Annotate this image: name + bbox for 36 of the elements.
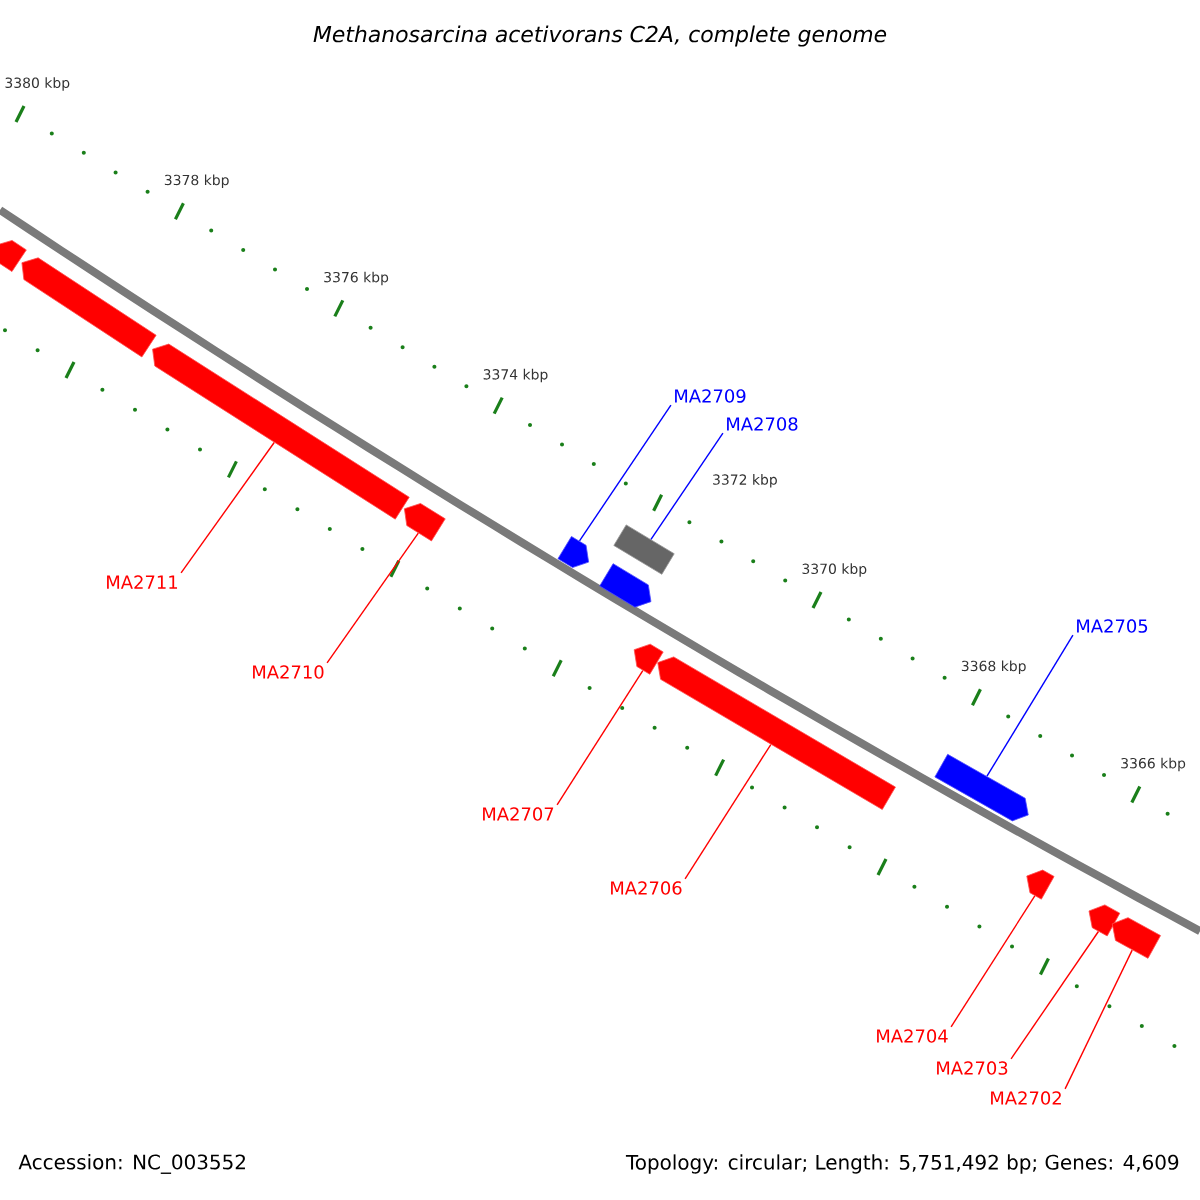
leader-line (986, 634, 1074, 777)
gene-feature (613, 524, 675, 575)
gene-label: MA2711 (107, 575, 177, 589)
leader-line (326, 532, 419, 664)
gene-feature (21, 257, 157, 358)
leader-line (684, 743, 772, 880)
accession-label: Accession: NC_003552 (18, 1154, 245, 1174)
gene-label: MA2702 (991, 1091, 1061, 1105)
gene-label: MA2708 (727, 417, 798, 431)
gene-label: MA2710 (253, 665, 324, 679)
gene-feature (1026, 869, 1055, 900)
gene-feature (599, 563, 652, 608)
leader-line (578, 404, 672, 542)
leader-line (180, 441, 275, 574)
gene-label: MA2707 (483, 807, 554, 821)
gene-feature (633, 643, 664, 675)
gene-label: MA2704 (877, 1029, 948, 1043)
leader-line (950, 895, 1036, 1028)
leader-line (1064, 949, 1133, 1090)
leader-line (556, 669, 644, 806)
leader-line (1010, 930, 1100, 1060)
gene-label: MA2705 (1077, 619, 1148, 633)
title: Methanosarcina acetivorans C2A, complete genome (313, 25, 887, 47)
gene-label: MA2706 (611, 881, 682, 895)
gene-feature (657, 656, 896, 810)
genome-info-label: Topology: circular; Length: 5,751,492 bp; Genes: 4,609 (625, 1154, 1179, 1174)
gene-feature (934, 753, 1029, 822)
gene-feature (557, 536, 590, 568)
gene-feature (404, 503, 446, 542)
gene-label: MA2703 (937, 1061, 1008, 1075)
leader-line (650, 432, 724, 541)
gene-label: MA2709 (675, 389, 746, 403)
gene-feature (152, 343, 410, 520)
gene-feature (1111, 917, 1161, 959)
gene-feature (0, 240, 27, 272)
gene-feature (1088, 904, 1121, 937)
